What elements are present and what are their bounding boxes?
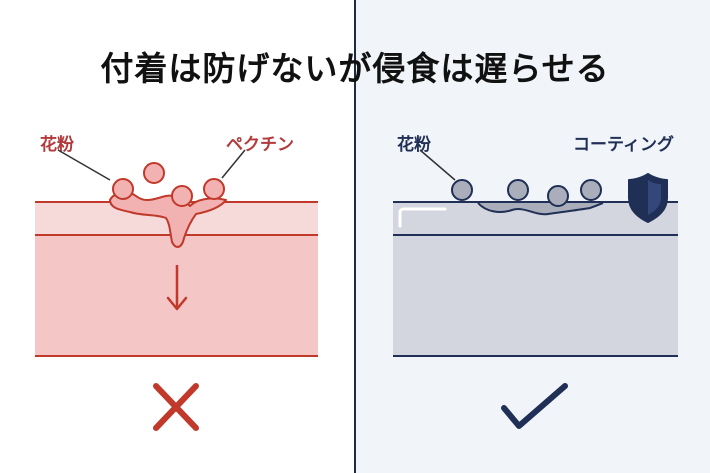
pollen-grain (547, 185, 569, 207)
right-surface-layers (393, 201, 678, 357)
pollen-grain (171, 185, 193, 207)
left-pollen-grains (112, 162, 225, 207)
coating-label: コーティング (573, 135, 674, 155)
left-pollen-pointer (57, 149, 111, 181)
surface-residue (477, 202, 604, 216)
pectin-label: ペクチン (226, 135, 294, 155)
right-pollen-pointer (419, 149, 456, 181)
pectin-blob (109, 191, 227, 248)
pectin-pointer (221, 149, 246, 179)
pollen-grain (143, 162, 165, 184)
pollen-grain (507, 179, 529, 201)
pollen-grain (580, 179, 602, 201)
check-mark-icon (501, 383, 568, 429)
cross-mark-icon (153, 383, 199, 431)
pollen-grain (203, 178, 225, 200)
pollen-grain (112, 178, 134, 200)
page-title: 付着は防げないが侵食は遅らせる (100, 49, 610, 88)
pollen-grain (451, 179, 473, 201)
center-divider (354, 0, 356, 473)
right-pollen-label: 花粉 (397, 135, 431, 155)
left-pollen-label: 花粉 (40, 135, 74, 155)
erosion-arrow-icon (166, 265, 188, 311)
shield-icon (628, 173, 668, 223)
right-pollen-grains (451, 179, 602, 207)
